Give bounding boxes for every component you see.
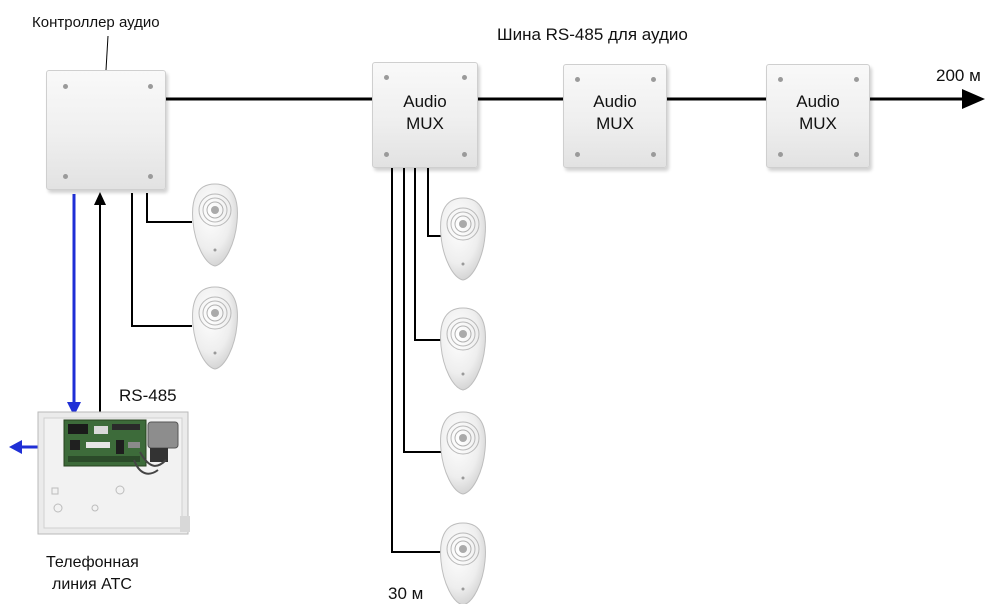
- audio-controller-box: [46, 70, 166, 190]
- screw: [651, 152, 656, 157]
- audio-mux-3: Audio MUX: [766, 64, 870, 168]
- screw: [778, 77, 783, 82]
- mux-mic-wire-1: [427, 167, 442, 237]
- bus-label: Шина RS-485 для аудио: [497, 25, 688, 44]
- controller-label: Контроллер аудио: [32, 14, 160, 31]
- screw: [854, 77, 859, 82]
- mux-label-line1: Audio: [796, 92, 840, 111]
- screw: [63, 174, 68, 179]
- mic-distance-label: 30 м: [388, 584, 424, 603]
- screw: [575, 152, 580, 157]
- mux-label-line2: MUX: [406, 114, 444, 133]
- screw: [148, 174, 153, 179]
- rs485-label: RS-485: [119, 386, 177, 405]
- audio-mux-2: Audio MUX: [563, 64, 667, 168]
- screw: [384, 75, 389, 80]
- screw: [63, 84, 68, 89]
- screw: [462, 75, 467, 80]
- screw: [575, 77, 580, 82]
- screw: [854, 152, 859, 157]
- mux-mic-wire-4: [391, 167, 442, 553]
- bus-distance-label: 200 м: [936, 66, 981, 85]
- screw: [778, 152, 783, 157]
- mux-label-line2: MUX: [596, 114, 634, 133]
- controller-mic-wire-1: [146, 193, 192, 223]
- phone-line-label-2: линия АТС: [52, 576, 132, 593]
- phone-line-label-1: Телефонная: [46, 554, 139, 571]
- blue-arrowhead-left: [9, 440, 22, 454]
- mux-label-line1: Audio: [403, 92, 447, 111]
- black-arrowhead-up: [94, 192, 106, 205]
- mux-label-line1: Audio: [593, 92, 637, 111]
- mux-mic-wire-2: [414, 167, 442, 341]
- controller-pointer-line: [105, 35, 109, 71]
- controller-mic-wire-2: [131, 193, 192, 327]
- blue-arrowhead-down: [67, 402, 81, 416]
- mux-mic-wire-3: [403, 167, 442, 453]
- mux-label-line2: MUX: [799, 114, 837, 133]
- screw: [384, 152, 389, 157]
- screw: [651, 77, 656, 82]
- screw: [462, 152, 467, 157]
- audio-mux-1: Audio MUX: [372, 62, 478, 168]
- bus-arrowhead: [962, 89, 985, 109]
- screw: [148, 84, 153, 89]
